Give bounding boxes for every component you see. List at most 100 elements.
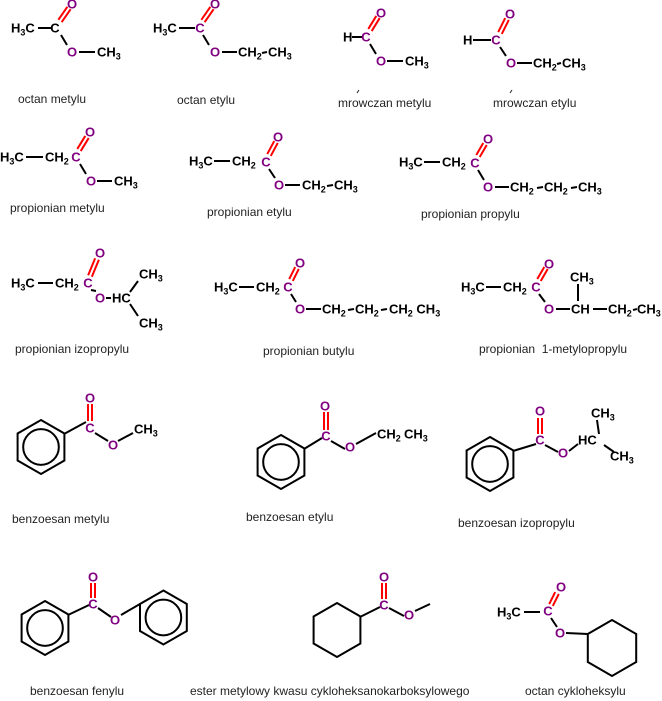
atom-label: CH3 [637, 301, 661, 319]
single-bond [596, 419, 600, 435]
aromatic-circle [144, 598, 183, 637]
atom-label: O [272, 129, 284, 145]
atom-label: CH3 [334, 177, 358, 195]
single-bond [90, 289, 97, 292]
atom-label: C [50, 20, 60, 36]
atom-label: C [88, 596, 98, 612]
atom-label: O [273, 177, 285, 193]
single-bond [499, 46, 507, 57]
single-bond [60, 34, 68, 46]
single-bond [632, 308, 638, 311]
atom-label: O [209, 0, 221, 12]
compound-name: octan cykloheksylu [525, 684, 626, 698]
compound-name: ester metylowy kwasu cykloheksanokarboks… [190, 684, 470, 698]
atom-label: C [491, 32, 501, 48]
double-bond-line [497, 17, 507, 33]
atom-label: CH2 [232, 153, 256, 171]
atom-label: CH2 [544, 179, 568, 197]
compound-name: benzoesan fenylu [30, 684, 125, 698]
compound-name: octan metylu [18, 92, 87, 106]
atom-label: CH3 [405, 53, 429, 71]
atom-label: CH2 [355, 301, 379, 319]
atom-label: CH3 [139, 315, 163, 333]
single-bond [290, 293, 297, 303]
atom-label: CH3 [268, 44, 292, 62]
atom-label: O [344, 439, 356, 455]
double-bond-line [269, 142, 279, 157]
benzene-ring [16, 418, 66, 476]
double-bond-line [60, 8, 72, 23]
double-bond-line [266, 140, 276, 155]
compound-name: benzoesan izopropylu [458, 516, 575, 530]
double-bond-line [90, 259, 100, 278]
atom-label: O [84, 124, 96, 140]
aromatic-circle [22, 428, 60, 466]
atom-label: H3C [497, 604, 521, 622]
single-bond [120, 603, 141, 616]
atom-label: C [321, 428, 331, 444]
accent-mark [509, 89, 513, 94]
atom-label: O [534, 403, 546, 419]
atom-label: C [283, 279, 293, 295]
compound-name: propionian metylu [10, 201, 105, 215]
double-bond-line [475, 142, 485, 156]
atom-label: H3C [214, 279, 238, 297]
single-bond [326, 184, 334, 187]
single-bond [67, 604, 90, 616]
atom-label: C [531, 279, 541, 295]
compound-name: mrowczan metylu [338, 96, 432, 110]
double-bond-line [203, 8, 215, 23]
atom-label: CH2 CH3 [389, 301, 441, 319]
atom-label: H3C [153, 20, 177, 38]
compound-name: propionian propylu [421, 207, 520, 221]
single-bond [603, 444, 615, 453]
aromatic-circle [262, 443, 300, 481]
cyclohexane-ring [586, 618, 638, 678]
atom-label: O [543, 301, 555, 317]
benzene-ring [465, 435, 515, 493]
double-bond-line [291, 268, 300, 282]
single-bond [129, 280, 139, 293]
benzene-ring [256, 433, 306, 491]
atom-label: C [361, 29, 371, 45]
atom-label: C [85, 420, 95, 436]
atom-label: O [403, 607, 415, 623]
atom-label: O [109, 612, 121, 628]
atom-label: O [375, 53, 387, 69]
double-bond-line [87, 257, 97, 276]
benzene-ring [139, 589, 188, 646]
compound-name: propionian butylu [263, 344, 355, 358]
atom-label: O [505, 55, 517, 71]
single-bond [388, 607, 405, 617]
atom-label: O [319, 398, 331, 414]
atom-label: O [85, 173, 97, 189]
atom-label: CH3 [591, 405, 615, 423]
atom-label: C [195, 20, 205, 36]
double-bond-line [539, 268, 549, 282]
atom-label: C [470, 155, 480, 171]
atom-label: CH2 [45, 149, 69, 167]
single-bond [544, 444, 559, 453]
atom-label: O [66, 44, 78, 60]
compound-name: mrowczan etylu [493, 96, 577, 110]
benzene-ring [20, 599, 70, 657]
double-bond-line [500, 19, 510, 35]
atom-label: O [554, 625, 566, 641]
single-bond [512, 443, 537, 452]
atom-label: HC [578, 432, 597, 448]
atom-label: H3C [11, 20, 35, 38]
single-bond [347, 308, 355, 311]
atom-label: O [555, 579, 567, 595]
accent-mark [356, 89, 360, 94]
aromatic-circle [471, 445, 509, 483]
atom-label: HC [112, 290, 131, 306]
cyclohexane-ring [312, 601, 362, 659]
single-bond [94, 432, 109, 442]
atom-label: O [375, 5, 387, 21]
single-bond [303, 437, 323, 450]
atom-label: O [66, 0, 78, 12]
atom-label: CH3 [114, 173, 138, 191]
atom-label: C [379, 597, 389, 613]
atom-label: CH2 [442, 154, 466, 172]
atom-label: CH2 [503, 279, 527, 297]
